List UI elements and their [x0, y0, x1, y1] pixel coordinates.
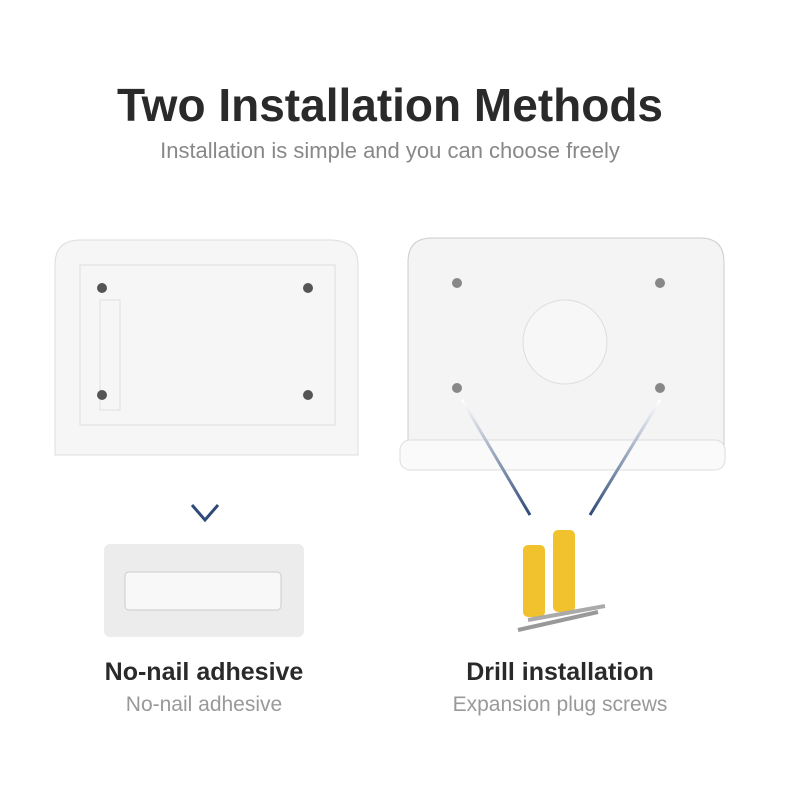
adhesive-pad-image: [104, 544, 304, 637]
page-title: Two Installation Methods: [116, 79, 664, 131]
right-panel-back: [399, 237, 726, 471]
adhesive-heading: No-nail adhesive: [104, 658, 304, 686]
adhesive-caption: No-nail adhesive: [125, 693, 283, 716]
page-subtitle: Installation is simple and you can choos…: [160, 138, 620, 163]
drill-caption: Expansion plug screws: [452, 693, 668, 716]
drill-heading: Drill installation: [466, 658, 654, 686]
expansion-plugs-image: [517, 530, 606, 632]
